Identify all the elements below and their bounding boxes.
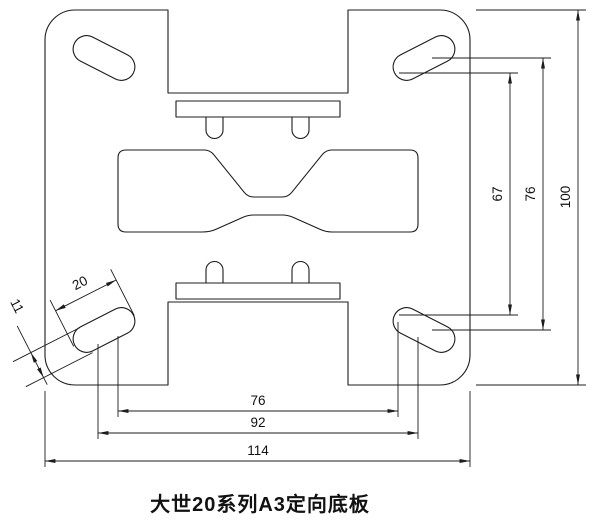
plate-outline — [44, 9, 471, 386]
top-bracket-tab-left — [205, 116, 224, 139]
top-bracket-bar — [175, 100, 341, 118]
dim-right-inner-67: 67 — [399, 72, 518, 316]
dim-label-bottom-mid: 92 — [250, 415, 265, 430]
slot-top-left — [72, 35, 136, 81]
dim-slot-length-20: 20 — [49, 269, 135, 347]
drawing-title: 大世20系列A3定向底板 — [150, 494, 370, 516]
dim-bottom-inner-76: 76 — [117, 322, 399, 417]
bottom-bracket-bar — [175, 282, 341, 300]
dimension-line — [30, 352, 45, 378]
dimension-line-tail — [16, 325, 32, 353]
slot-bottom-left — [72, 307, 136, 353]
bottom-bracket-tab-right — [291, 261, 310, 284]
top-bracket-tab-right — [291, 116, 310, 139]
dim-label-right-inner: 67 — [490, 186, 505, 201]
dim-label-bottom-overall: 114 — [247, 443, 269, 458]
bowtie-cutout — [117, 149, 419, 233]
plate — [44, 9, 471, 386]
bottom-bracket-tab-left — [205, 261, 224, 284]
dim-right-mid-76: 76 — [432, 57, 551, 331]
dimension-line — [55, 279, 117, 312]
dim-label-slot-width: 11 — [7, 296, 27, 315]
dim-label-slot-length: 20 — [70, 273, 90, 293]
dimension-line-tail — [43, 377, 48, 385]
dim-bottom-overall-114: 114 — [44, 391, 471, 467]
dim-slot-width-11: 11 — [7, 296, 93, 388]
extension-line — [49, 299, 75, 347]
dim-label-right-mid: 76 — [523, 186, 538, 201]
extension-line — [12, 327, 81, 363]
dim-label-right-overall: 100 — [558, 186, 573, 209]
slot-top-right — [392, 35, 456, 81]
extension-line — [110, 269, 135, 316]
dim-bottom-mid-92: 92 — [97, 337, 419, 439]
extension-line — [25, 352, 93, 388]
dim-label-bottom-inner: 76 — [250, 393, 265, 408]
dim-right-overall-100: 100 — [476, 9, 586, 386]
